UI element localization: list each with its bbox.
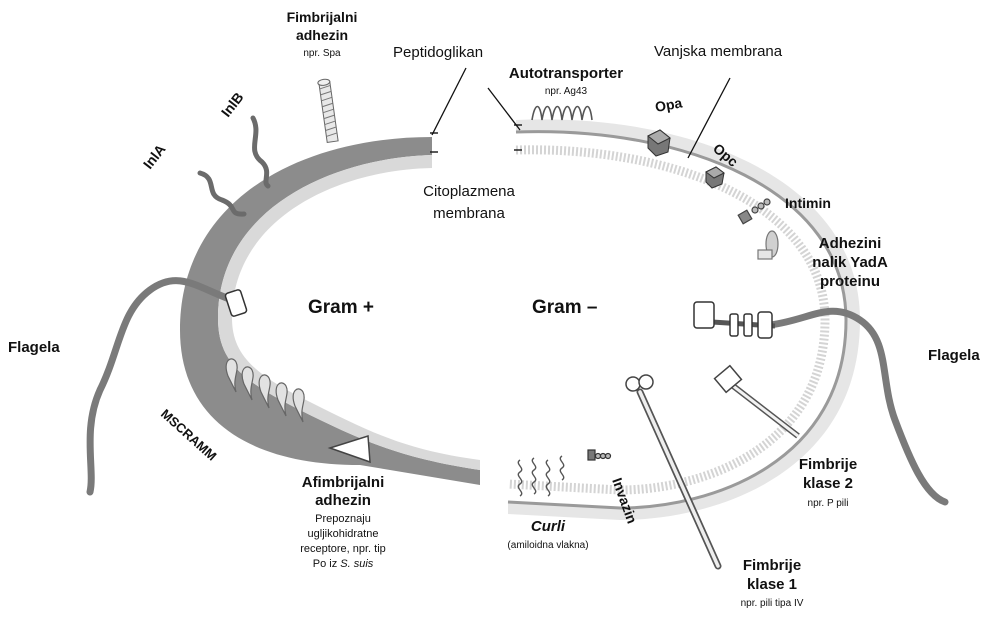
cytoplasmic-membrane-label-1: Citoplazmena [423,183,515,200]
yada-label-3: proteinu [820,273,880,290]
class-2-fimbriae-label-1: Fimbrije [799,456,857,473]
fimbrial-adhesin-title-1: Fimbrijalni [287,9,358,25]
class-1-fimbriae-label-2: klase 1 [747,576,797,593]
fimbrial-adhesin-example: npr. Spa [303,48,341,59]
autotransporter-label: Autotransporter [509,65,623,82]
cytoplasmic-membrane-label-2: membrana [433,205,505,222]
afimbrial-adhesin-desc-2: ugljikohidratne [308,528,379,540]
afimbrial-adhesin-desc-4: Po iz S. suis [313,558,374,570]
curli-fibres [518,456,563,496]
class-1-fimbriae-example: npr. pili tipa IV [741,598,804,609]
afimbrial-adhesin-desc-4b: S. suis [340,558,374,570]
flagellum-right-label: Flagela [928,347,980,364]
gram-negative-cytoplasmic-membrane [508,150,825,490]
peptidoglycan-label: Peptidoglikan [393,44,483,61]
inlb-protein [253,118,268,186]
curli-example: (amiloidna vlakna) [507,540,588,551]
afimbrial-adhesin-title-2: adhezin [315,492,371,509]
afimbrial-adhesin-desc-1: Prepoznaju [315,513,371,525]
opa-label: Opa [654,94,684,115]
class-2-fimbria [715,366,798,436]
gram-positive-label: Gram + [308,297,374,318]
class-1-fimbria [626,375,718,566]
autotransporter-example: npr. Ag43 [545,86,588,97]
yada-label-1: Adhezini [819,235,882,252]
invazin-protein [588,450,611,460]
intimin-label: Intimin [785,195,831,211]
afimbrial-adhesin-desc-3: receptore, npr. tip [300,543,386,555]
afimbrial-adhesin-title-1: Afimbrijalni [302,474,385,491]
section-cut-marks [430,125,522,152]
inlb-label: InlB [218,89,247,120]
gram-negative-label: Gram – [532,297,597,318]
class-2-fimbriae-example: npr. P pili [808,498,849,509]
right-flagellum-motor [694,302,775,338]
class-2-fimbriae-label-2: klase 2 [803,475,853,492]
class-1-fimbriae-label-1: Fimbrije [743,557,801,574]
outer-membrane-label: Vanjska membrana [654,43,783,60]
yada-label-2: nalik YadA [812,254,888,271]
fimbrial-adhesin-rod [317,78,338,142]
curli-label: Curli [531,518,566,535]
flagellum-left-label: Flagela [8,339,60,356]
yada-like-adhesin [758,231,778,259]
inla-label: InlA [140,141,169,172]
afimbrial-adhesin-desc-4a: Po iz [313,558,341,570]
autotransporter-coil [532,107,592,121]
fimbrial-adhesin-title-2: adhezin [296,27,348,43]
